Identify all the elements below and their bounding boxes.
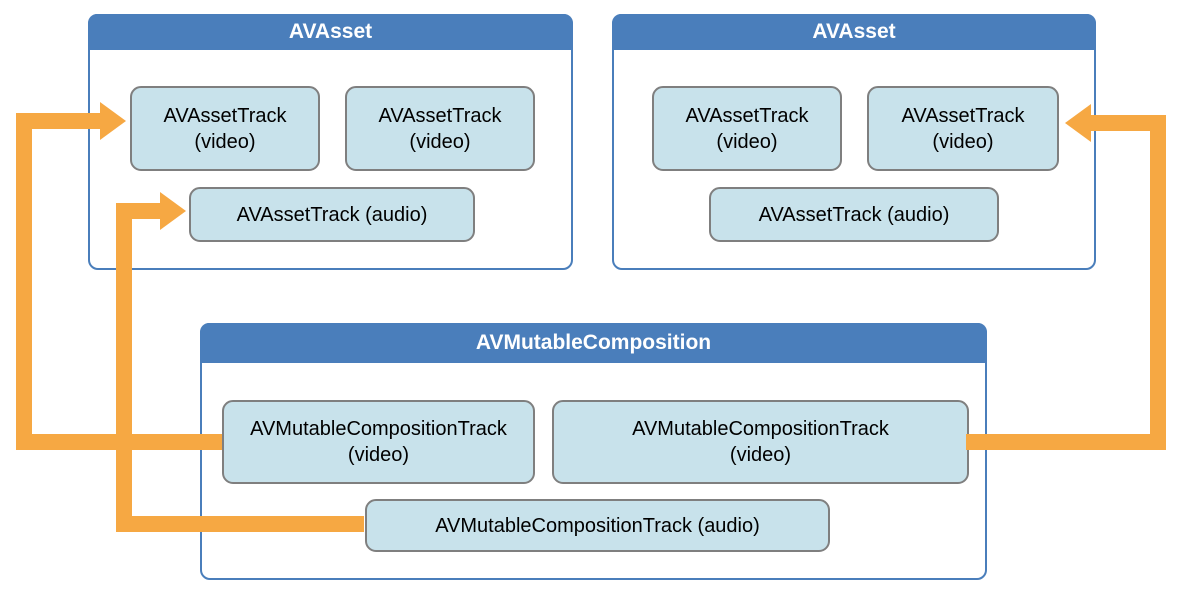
avasset-right-video-track-1: AVAssetTrack (video)	[652, 86, 842, 171]
track-label-line1: AVAssetTrack	[163, 104, 287, 127]
composition-audio-track: AVMutableCompositionTrack (audio)	[365, 499, 830, 552]
track-label-line1: AVMutableCompositionTrack	[632, 418, 889, 440]
track-label: AVAssetTrack (audio)	[236, 203, 428, 226]
arrow-left-audio-bottom-segment	[116, 516, 364, 532]
track-label-line2: (video)	[729, 444, 792, 466]
avasset-right-video-track-2: AVAssetTrack (video)	[867, 86, 1059, 171]
arrow-left-audio-top-segment	[116, 203, 160, 219]
avasset-left-video-track-1: AVAssetTrack (video)	[130, 86, 320, 171]
composition-video-track-1: AVMutableCompositionTrack (video)	[222, 400, 535, 484]
avasset-left-audio-track: AVAssetTrack (audio)	[189, 187, 475, 242]
track-label-line2: (video)	[347, 444, 410, 466]
avmutablecomposition-title: AVMutableComposition	[475, 331, 712, 354]
track-label-line1: AVAssetTrack	[378, 104, 502, 127]
avmutablecomposition-box: AVMutableComposition AVMutableCompositio…	[200, 323, 987, 580]
composition-video-track-2: AVMutableCompositionTrack (video)	[552, 400, 969, 484]
track-label-line2: (video)	[194, 130, 256, 153]
track-label-line2: (video)	[409, 130, 471, 153]
avasset-left-box: AVAsset AVAssetTrack (video) AVAssetTrac…	[88, 14, 573, 270]
avasset-right-audio-track: AVAssetTrack (audio)	[709, 187, 999, 242]
arrow-right-video-vertical-segment	[1150, 115, 1166, 450]
arrow-left-audio-arrowhead-icon	[160, 192, 186, 230]
track-label-line2: (video)	[932, 130, 994, 153]
arrow-right-video-top-segment	[1091, 115, 1166, 131]
track-label: AVAssetTrack (audio)	[758, 203, 950, 226]
avasset-left-video-track-2: AVAssetTrack (video)	[345, 86, 535, 171]
arrow-left-audio-vertical-segment	[116, 203, 132, 532]
avasset-right-box: AVAsset AVAssetTrack (video) AVAssetTrac…	[612, 14, 1096, 270]
avasset-right-title: AVAsset	[812, 20, 896, 43]
arrow-left-video-top-segment	[16, 113, 100, 129]
avmutablecomposition-header: AVMutableComposition	[200, 323, 987, 363]
arrow-left-video-arrowhead-icon	[100, 102, 126, 140]
arrow-left-video-vertical-segment	[16, 113, 32, 450]
track-label-line2: (video)	[716, 130, 778, 153]
arrow-right-video-bottom-segment	[966, 434, 1166, 450]
track-label-line1: AVAssetTrack	[901, 104, 1025, 127]
track-label-line1: AVMutableCompositionTrack	[250, 418, 507, 440]
avasset-right-header: AVAsset	[612, 14, 1096, 50]
track-label: AVMutableCompositionTrack (audio)	[435, 514, 760, 537]
track-label-line1: AVAssetTrack	[685, 104, 809, 127]
arrow-right-video-arrowhead-icon	[1065, 104, 1091, 142]
avasset-left-header: AVAsset	[88, 14, 573, 50]
avasset-left-title: AVAsset	[288, 20, 373, 43]
